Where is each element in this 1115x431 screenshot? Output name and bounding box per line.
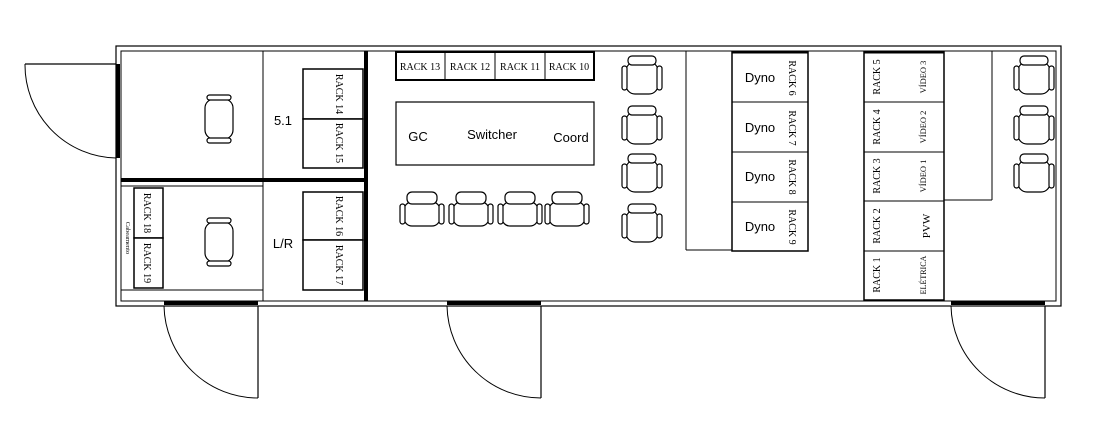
rack-12-label: RACK 12 bbox=[450, 62, 490, 73]
chair-icon bbox=[621, 55, 663, 95]
top-racks: RACK 13 RACK 12 RACK 11 RACK 10 bbox=[395, 51, 595, 81]
chair-icon bbox=[1013, 105, 1055, 145]
dyno-3: Dyno bbox=[745, 169, 775, 184]
rack-16-label: RACK 16 bbox=[333, 196, 344, 236]
desk-chairs bbox=[399, 191, 590, 227]
rack-18-label: RACK 18 bbox=[141, 193, 152, 233]
chair-icon bbox=[544, 191, 590, 227]
chair-icon bbox=[497, 191, 543, 227]
rack-10-label: RACK 10 bbox=[549, 62, 589, 73]
dyno-4: Dyno bbox=[745, 219, 775, 234]
door-bottom-3[interactable] bbox=[950, 301, 1046, 399]
cabling-label: Cabeamento bbox=[124, 222, 131, 255]
rack-14-label: RACK 14 bbox=[333, 74, 344, 114]
gc-label: GC bbox=[408, 129, 428, 144]
switcher-label: Switcher bbox=[467, 127, 518, 142]
rack-19 bbox=[133, 237, 164, 289]
eletrica-label: ELÉTRICA bbox=[918, 255, 928, 294]
rack-5-label: RACK 5 bbox=[872, 59, 883, 94]
rack-4-label: RACK 4 bbox=[872, 109, 883, 144]
rack-2-label: RACK 2 bbox=[872, 208, 883, 243]
rack-17-label: RACK 17 bbox=[333, 245, 344, 285]
chair-icon bbox=[448, 191, 494, 227]
dyno-2: Dyno bbox=[745, 120, 775, 135]
middle-chairs bbox=[621, 55, 663, 243]
chair-icon bbox=[204, 217, 234, 267]
rack-15-label: RACK 15 bbox=[333, 123, 344, 163]
chair-icon bbox=[621, 153, 663, 193]
rack-17 bbox=[302, 239, 364, 291]
chair-icon bbox=[204, 94, 234, 144]
rack-9-label: RACK 9 bbox=[786, 209, 797, 244]
control-desk: GC Switcher Coord bbox=[395, 101, 595, 166]
door-bottom-1[interactable] bbox=[163, 301, 259, 399]
chair-icon bbox=[1013, 55, 1055, 95]
audio-room-lr: L/R RACK 16 RACK 17 RACK 18 RACK 19 Cabe… bbox=[124, 187, 364, 291]
video-racks: RACK 5 RACK 4 RACK 3 RACK 2 RACK 1 VÍDEO… bbox=[863, 50, 945, 301]
rack-6-label: RACK 6 bbox=[786, 60, 797, 95]
chair-icon bbox=[621, 105, 663, 145]
rack-8-label: RACK 8 bbox=[786, 159, 797, 194]
video-1-label: VÍDEO 1 bbox=[918, 160, 928, 193]
rack-7-label: RACK 7 bbox=[786, 110, 797, 145]
rack-1-label: RACK 1 bbox=[872, 257, 883, 292]
chair-icon bbox=[621, 203, 663, 243]
rack-11-label: RACK 11 bbox=[500, 62, 540, 73]
rack-13-label: RACK 13 bbox=[400, 62, 440, 73]
coord-label: Coord bbox=[553, 130, 588, 145]
rack-14 bbox=[302, 68, 364, 120]
pvw-label: PVW bbox=[921, 213, 933, 238]
dyno-bank: Dyno Dyno Dyno Dyno RACK 6 RACK 7 RACK 8… bbox=[731, 50, 809, 252]
interior-walls bbox=[121, 51, 993, 301]
video-2-label: VÍDEO 2 bbox=[918, 111, 928, 144]
rack-16 bbox=[302, 191, 364, 241]
right-chairs bbox=[1013, 55, 1055, 193]
room-label-lr: L/R bbox=[273, 236, 293, 251]
room-label-51: 5.1 bbox=[274, 113, 292, 128]
audio-room-51: 5.1 RACK 14 RACK 15 bbox=[204, 68, 364, 169]
rack-18 bbox=[133, 187, 164, 239]
video-3-label: VÍDEO 3 bbox=[918, 61, 928, 94]
chair-icon bbox=[1013, 153, 1055, 193]
door-left[interactable] bbox=[24, 63, 120, 159]
rack-15 bbox=[302, 118, 364, 169]
dyno-1: Dyno bbox=[745, 70, 775, 85]
rack-19-label: RACK 19 bbox=[141, 243, 152, 283]
door-bottom-2[interactable] bbox=[446, 301, 542, 399]
chair-icon bbox=[399, 191, 445, 227]
rack-3-label: RACK 3 bbox=[872, 158, 883, 193]
